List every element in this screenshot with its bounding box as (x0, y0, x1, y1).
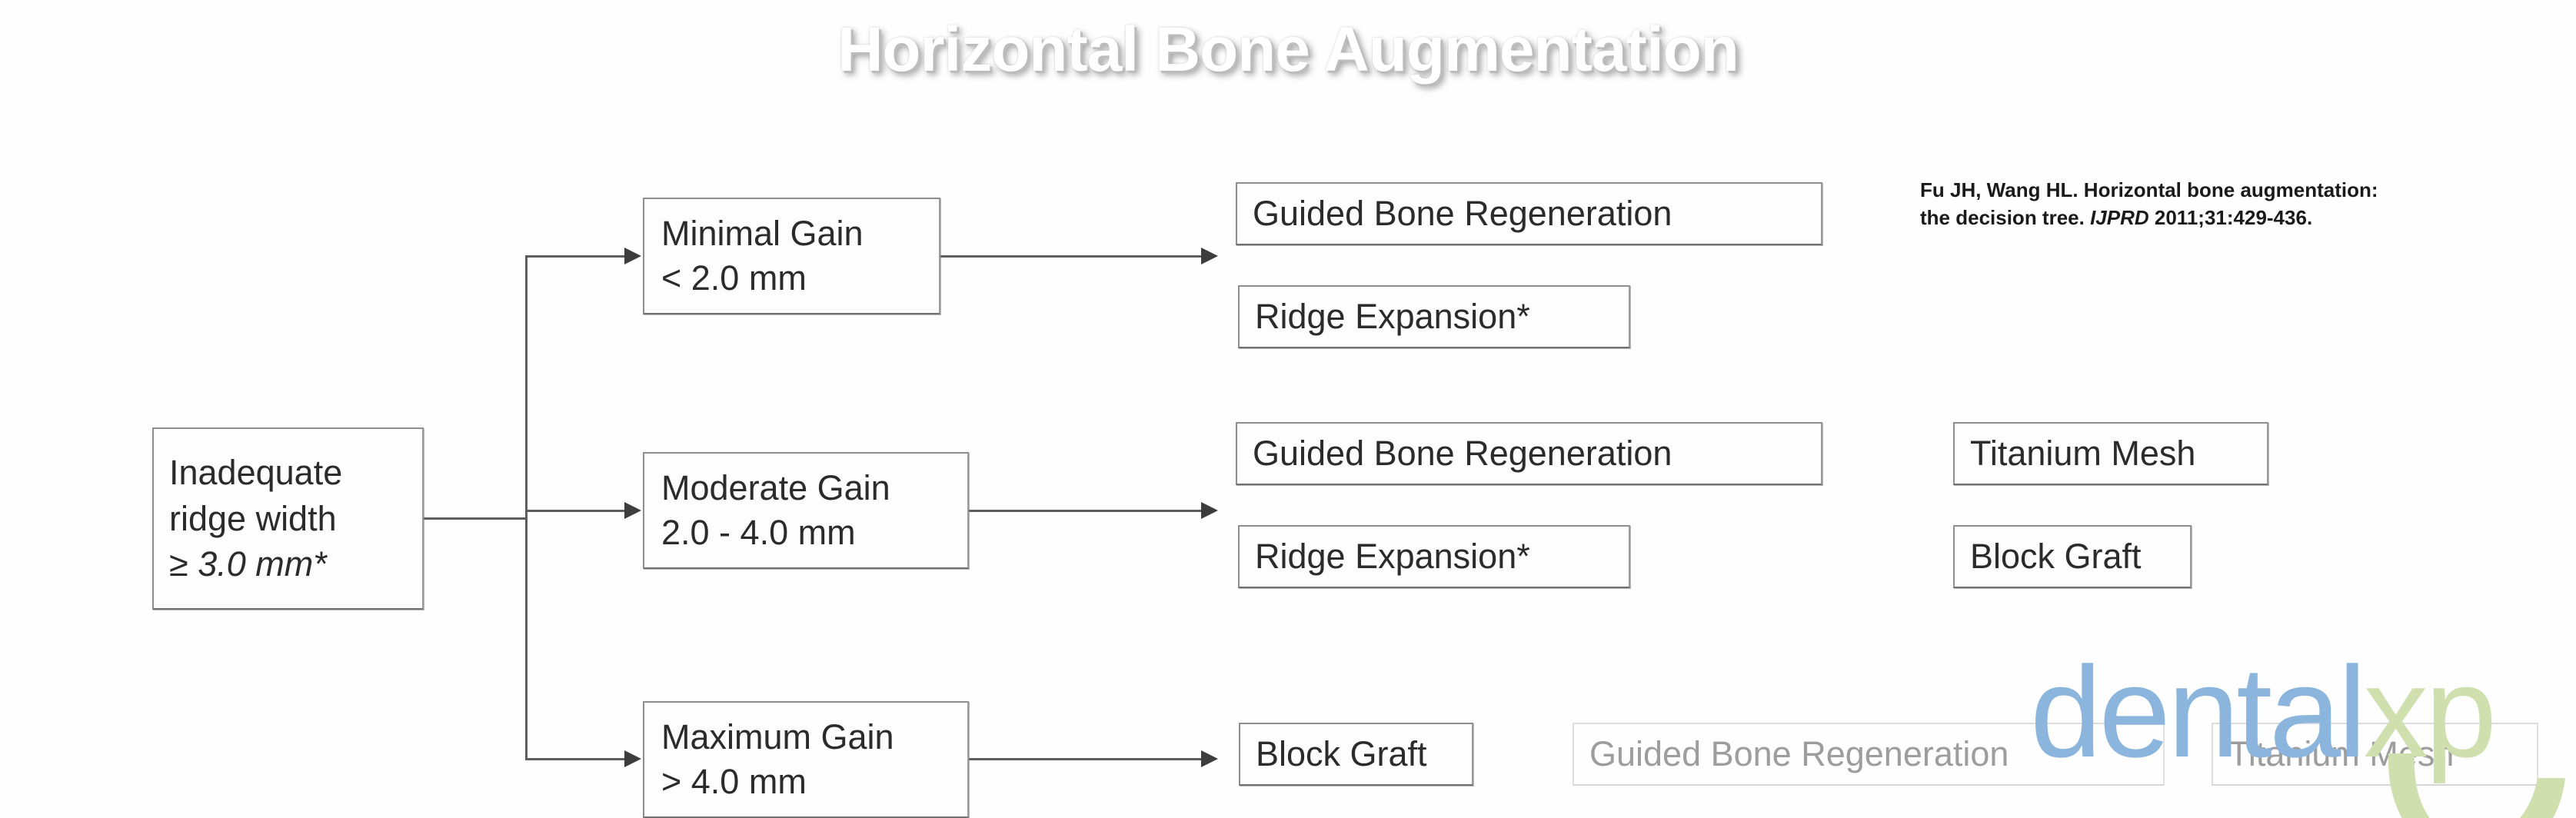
decision-node-minimal-gain[interactable]: Minimal Gain < 2.0 mm (643, 198, 940, 314)
treatment-label: Guided Bone Regeneration (1253, 194, 1672, 234)
moderate-gain-range: 2.0 - 4.0 mm (661, 513, 856, 552)
treatment-minimal-ridge-expansion[interactable]: Ridge Expansion* (1238, 285, 1630, 348)
connector-moderate-to-treatments (969, 510, 1202, 512)
arrow-head-maximum-treatments (1201, 750, 1218, 767)
treatment-label: Guided Bone Regeneration (1589, 734, 2009, 774)
connector-trunk-to-minimal (525, 255, 625, 258)
treatment-label: Titanium Mesh (2228, 734, 2455, 774)
connector-trunk-to-moderate (525, 510, 625, 512)
treatment-minimal-guided-bone-regeneration[interactable]: Guided Bone Regeneration (1236, 182, 1822, 245)
arrow-head-moderate-treatments (1201, 502, 1218, 519)
treatment-maximum-guided-bone-regeneration[interactable]: Guided Bone Regeneration (1573, 723, 2165, 786)
treatment-moderate-guided-bone-regeneration[interactable]: Guided Bone Regeneration (1236, 422, 1822, 485)
citation-line-1: Fu JH, Wang HL. Horizontal bone augmenta… (1920, 178, 2378, 201)
page-title: Horizontal Bone Augmentation (837, 15, 1739, 85)
treatment-maximum-block-graft[interactable]: Block Graft (1239, 723, 1473, 786)
maximum-gain-title: Maximum Gain (661, 717, 894, 757)
treatment-label: Block Graft (1256, 734, 1427, 774)
arrow-head-to-maximum (624, 750, 641, 767)
citation-journal: IJPRD (2090, 205, 2149, 229)
treatment-label: Ridge Expansion* (1255, 297, 1530, 337)
treatment-label: Guided Bone Regeneration (1253, 434, 1672, 474)
treatment-moderate-block-graft[interactable]: Block Graft (1953, 525, 2192, 588)
arrow-head-minimal-treatments (1201, 248, 1218, 264)
connector-maximum-to-treatments (969, 758, 1202, 760)
treatment-label: Titanium Mesh (1970, 434, 2196, 474)
connector-minimal-to-treatments (940, 255, 1202, 258)
treatment-moderate-ridge-expansion[interactable]: Ridge Expansion* (1238, 525, 1630, 588)
connector-trunk-vertical (525, 255, 528, 760)
minimal-gain-title: Minimal Gain (661, 214, 864, 254)
connector-root-to-trunk (424, 517, 527, 520)
citation-line-2-suffix: 2011;31:429-436. (2148, 205, 2313, 229)
treatment-label: Ridge Expansion* (1255, 537, 1530, 577)
treatment-label: Block Graft (1970, 537, 2142, 577)
root-line-1: Inadequate (169, 452, 343, 492)
citation-line-2-prefix: the decision tree. (1920, 205, 2091, 229)
decision-node-moderate-gain[interactable]: Moderate Gain 2.0 - 4.0 mm (643, 452, 969, 569)
arrow-head-to-minimal (624, 248, 641, 264)
root-node-inadequate-ridge-width[interactable]: Inadequate ridge width ≥ 3.0 mm* (152, 427, 424, 610)
minimal-gain-range: < 2.0 mm (661, 258, 807, 298)
decision-node-maximum-gain[interactable]: Maximum Gain > 4.0 mm (643, 701, 969, 818)
root-line-3: ≥ 3.0 mm* (169, 544, 327, 584)
treatment-moderate-titanium-mesh[interactable]: Titanium Mesh (1953, 422, 2268, 485)
citation-reference: Fu JH, Wang HL. Horizontal bone augmenta… (1920, 177, 2558, 232)
maximum-gain-range: > 4.0 mm (661, 762, 807, 801)
connector-trunk-to-maximum (525, 758, 625, 760)
arrow-head-to-moderate (624, 502, 641, 519)
treatment-maximum-titanium-mesh[interactable]: Titanium Mesh (2212, 723, 2538, 786)
root-line-2: ridge width (169, 498, 337, 538)
moderate-gain-title: Moderate Gain (661, 468, 890, 508)
